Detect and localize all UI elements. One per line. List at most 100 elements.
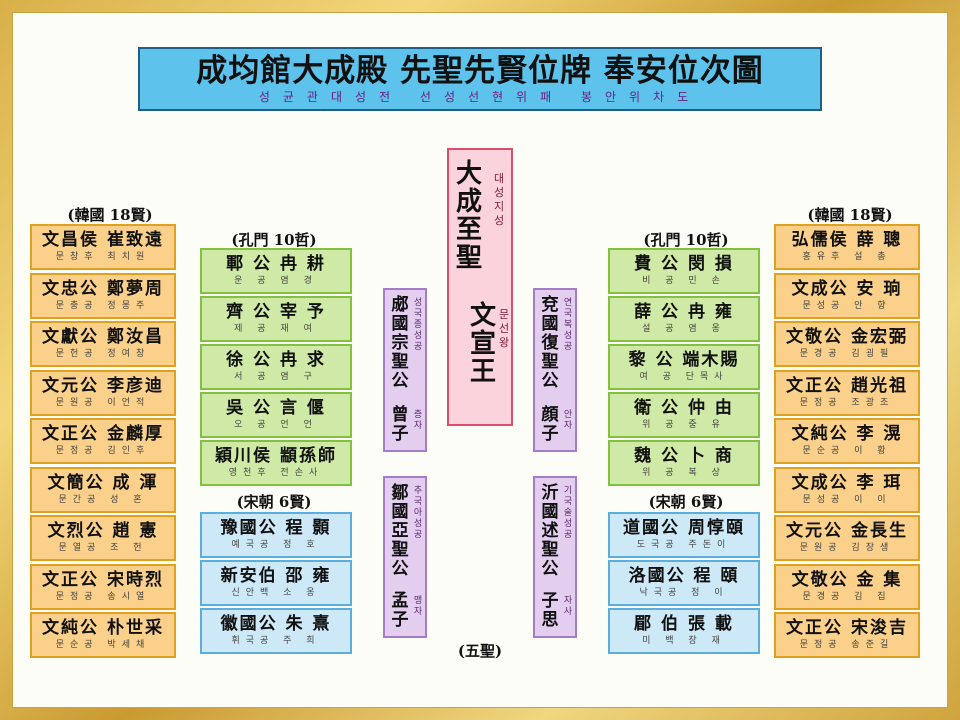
title-banner: 成均館大成殿 先聖先賢位牌 奉安位次圖 성균관대성전 선성선현위패 봉안위차도	[138, 47, 822, 111]
page-title: 成均館大成殿 先聖先賢位牌 奉安位次圖	[196, 53, 764, 89]
song-sage-name: 郿 伯 張 載	[634, 614, 734, 634]
confucius-disciple-name: 薛 公 冉 雍	[634, 302, 734, 322]
korea-sage-name: 文正公 宋浚吉	[786, 618, 908, 638]
korea-sage-name: 文成公 安 珦	[791, 278, 903, 299]
korea-sage-name: 文純公 朴世采	[42, 618, 164, 638]
confucius-disciple-reading: 비 공 민 손	[642, 276, 726, 286]
song-sage-reading: 미 백 장 재	[642, 636, 726, 646]
song-sage-reading: 도국공 주돈이	[636, 540, 732, 550]
confucius-disciple-name: 吳 公 言 偃	[226, 398, 326, 418]
confucius-disciple-name: 鄆 公 冉 耕	[226, 254, 326, 274]
confucius-disciple-name: 黎 公 端木賜	[628, 350, 740, 370]
sage-mencius-name: 孟子	[391, 591, 409, 630]
confucius-disciple-cell: 黎 公 端木賜 여 공 단목사	[608, 344, 760, 390]
korea-sage-name: 文敬公 金宏弼	[786, 327, 908, 347]
confucius-disciple-reading: 여 공 단목사	[639, 372, 729, 382]
confucius-disciple-reading: 위 공 중 유	[642, 420, 726, 430]
confucius-disciple-cell: 鄆 公 冉 耕 운 공 염 경	[200, 248, 352, 294]
korea-sage-name: 文烈公 趙 憲	[47, 521, 159, 541]
confucius-disciple-name: 費 公 閔 損	[634, 254, 734, 274]
sage-zisi-title: 沂國述聖公	[541, 483, 559, 579]
song-sage-name: 新安伯 邵 雍	[220, 566, 332, 586]
korea-sage-reading: 문순공 이 황	[802, 446, 892, 456]
korea-sage-reading: 문헌공 정여창	[55, 349, 151, 359]
sage-zengzi-title: 郕國宗聖公	[391, 295, 409, 391]
confucius-disciple-reading: 운 공 염 경	[234, 276, 318, 286]
confucius-disciple-reading: 제 공 재 여	[234, 324, 318, 334]
korea-sage-reading: 문순공 박세채	[55, 640, 151, 650]
confucius-disciple-name: 衛 公 仲 由	[634, 398, 734, 418]
korea-sage-reading: 문정공 조광조	[799, 397, 895, 408]
korea-sage-name: 文元公 金長生	[786, 521, 908, 541]
korea-sage-cell: 文純公 李 滉 문순공 이 황	[774, 418, 920, 464]
korea-sage-reading: 문성공 이 이	[802, 494, 892, 505]
korea-sage-reading: 문성공 안 향	[802, 300, 892, 311]
sage-mencius-title: 鄒國亞聖公	[391, 483, 409, 579]
song-sage-name: 豫國公 程 顥	[220, 518, 332, 538]
korea-sage-name: 文元公 李彦迪	[42, 375, 164, 396]
sage-zisi-name: 子思	[541, 591, 559, 630]
confucius-disciple-cell: 費 公 閔 損 비 공 민 손	[608, 248, 760, 294]
korea-sage-reading: 문경공 김 집	[802, 591, 892, 602]
confucius-disciple-reading: 오 공 언 언	[234, 420, 318, 430]
sage-zengzi-name: 曾子	[391, 405, 409, 444]
left-korea-label: (韓國 18賢)	[67, 206, 153, 224]
center-title-han: 大成至聖	[455, 159, 482, 273]
korea-sage-name: 文簡公 成 渾	[47, 472, 159, 493]
korea-sage-reading: 문충공 정몽주	[55, 300, 151, 311]
korea-sage-reading: 문원공 이언적	[55, 397, 151, 408]
left-song-label: (宋朝 6賢)	[236, 493, 312, 511]
korea-sage-name: 文純公 李 滉	[791, 424, 903, 444]
confucius-disciple-cell: 齊 公 宰 予 제 공 재 여	[200, 296, 352, 342]
five-sages-label: (五聖)	[457, 642, 503, 660]
confucius-disciple-name: 徐 公 冉 求	[226, 350, 326, 370]
korea-sage-reading: 문창후 최치원	[55, 252, 151, 262]
song-sage-reading: 낙국공 정 이	[639, 588, 729, 598]
confucius-disciple-name: 齊 公 宰 予	[226, 302, 326, 322]
page-subtitle: 성균관대성전 선성선현위패 봉안위차도	[258, 90, 702, 104]
center-name-han: 文宣王	[469, 301, 496, 387]
korea-sage-name: 文正公 金麟厚	[42, 424, 164, 444]
korea-sage-name: 文正公 宋時烈	[42, 569, 164, 590]
confucius-disciple-cell: 徐 公 冉 求 서 공 염 구	[200, 344, 352, 390]
confucius-disciple-cell: 魏 公 卜 商 위 공 복 상	[608, 440, 760, 486]
korea-sage-name: 文成公 李 珥	[791, 472, 903, 493]
korea-sage-reading: 문경공 김굉필	[799, 349, 895, 359]
song-sage-cell: 道國公 周惇頤 도국공 주돈이	[608, 512, 760, 558]
confucius-disciple-reading: 위 공 복 상	[642, 468, 726, 478]
song-sage-name: 道國公 周惇頤	[623, 518, 745, 538]
korea-sage-name: 弘儒侯 薛 聰	[791, 230, 903, 250]
left-confucius-label: (孔門 10哲)	[231, 231, 317, 249]
confucius-disciple-reading: 서 공 염 구	[234, 372, 318, 382]
right-korea-label: (韓國 18賢)	[807, 206, 893, 224]
korea-sage-reading: 문정공 송준길	[799, 640, 895, 650]
confucius-disciple-name: 魏 公 卜 商	[634, 446, 734, 466]
korea-sage-reading: 문열공 조 헌	[58, 543, 148, 553]
